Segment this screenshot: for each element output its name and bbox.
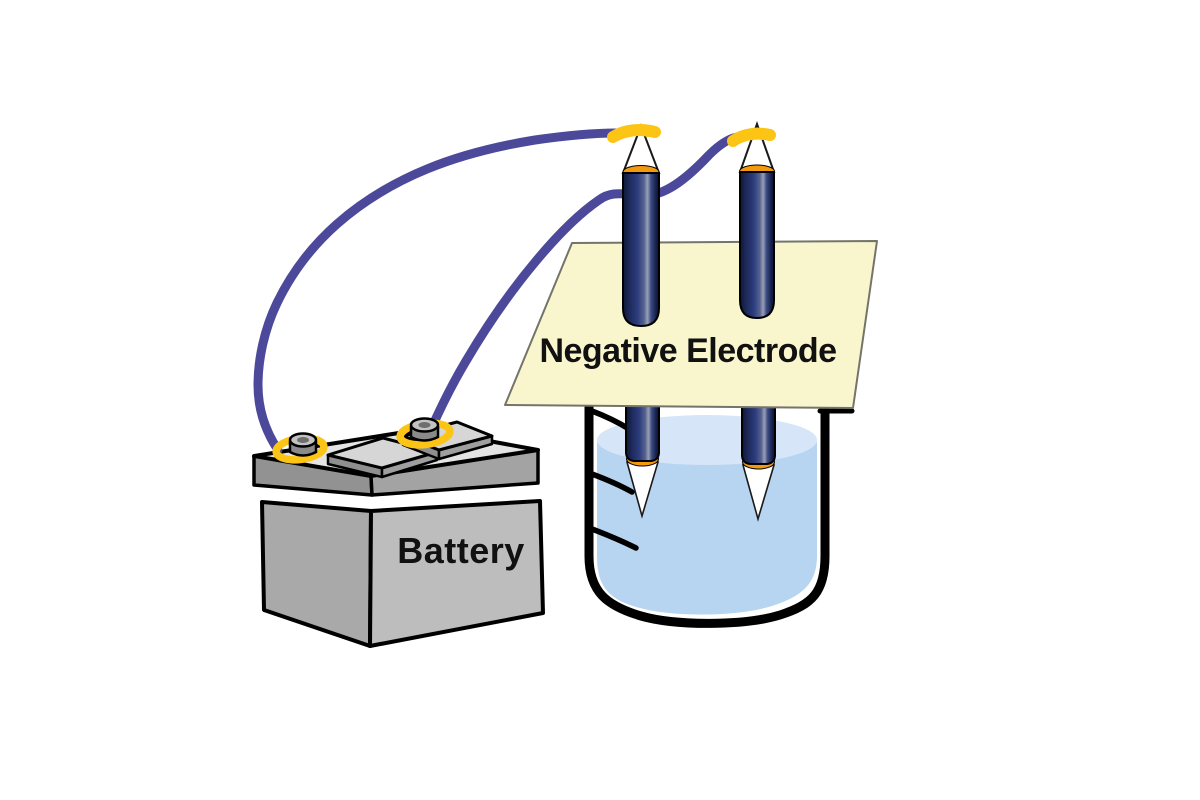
- battery-body: [260, 499, 545, 648]
- label-sheet-plane: [504, 240, 878, 409]
- pencil-body: [739, 171, 775, 320]
- clip-blob-dot: [756, 128, 768, 140]
- wire-clip-right: [727, 127, 776, 147]
- beaker-outline: [584, 404, 830, 628]
- pencil-electrode-right-upper: [738, 121, 776, 320]
- graduation-mark: [589, 526, 639, 551]
- negative-electrode-label: Negative Electrode: [539, 332, 836, 370]
- graduation-mark: [589, 471, 635, 495]
- clip-blob-dot: [642, 125, 654, 137]
- pencil-electrode-left-lower: [625, 399, 660, 519]
- battery-terminal-left: [272, 432, 328, 464]
- terminal-post-center: [297, 437, 309, 443]
- pencil-body: [741, 399, 776, 465]
- battery-front-face: [368, 499, 545, 648]
- wire-clip-left: [607, 123, 661, 143]
- wire-right: [427, 132, 742, 432]
- graduation-mark: [589, 408, 632, 432]
- wire-left: [253, 128, 621, 455]
- pencil-body: [625, 399, 660, 462]
- pencil-body: [622, 172, 660, 328]
- battery-label: Battery: [397, 530, 525, 571]
- battery-left-face: [260, 500, 373, 648]
- pencil-electrode-right-lower: [741, 399, 776, 522]
- battery-terminal-right: [396, 417, 454, 449]
- pencil-electrode-left-upper: [621, 123, 661, 328]
- electrode-label-sheet: Negative Electrode: [504, 240, 878, 409]
- terminal-post-center: [418, 422, 431, 428]
